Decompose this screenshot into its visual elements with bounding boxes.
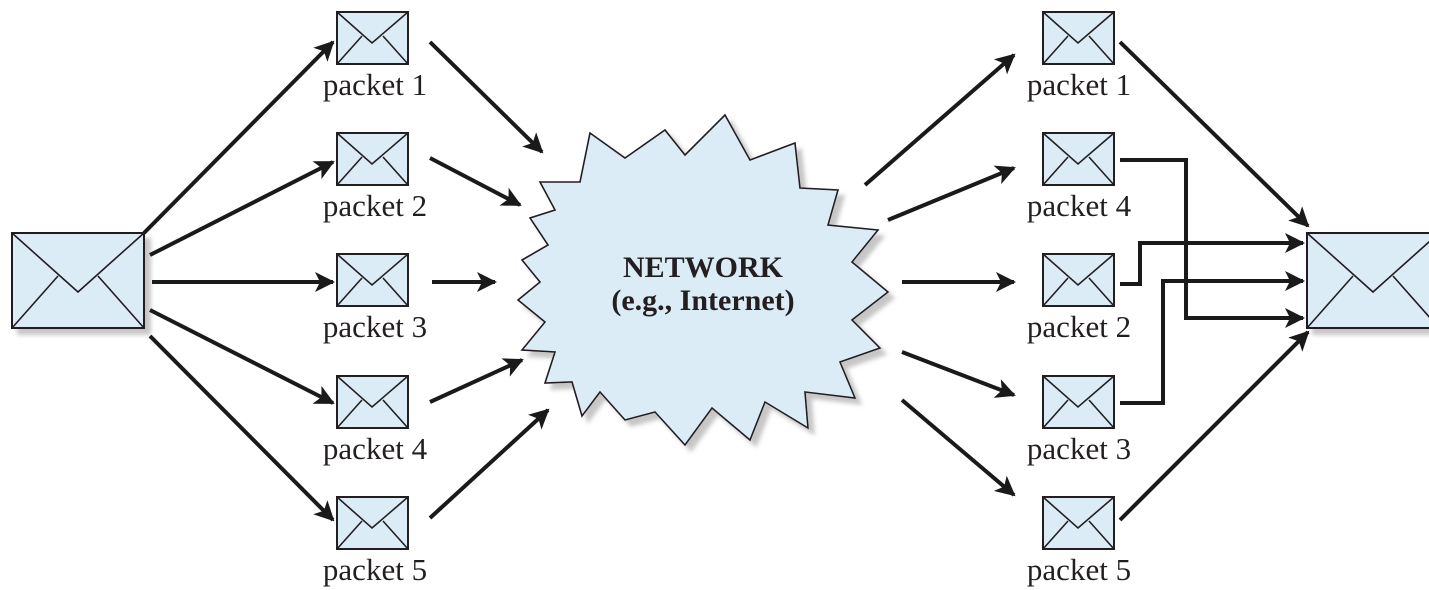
envelope-icon (336, 375, 409, 429)
outgoing-packet-5: packet 5 (323, 496, 427, 587)
envelope-icon (336, 11, 409, 65)
to-network-arrow-1 (428, 40, 544, 154)
to-network-arrow-5 (428, 408, 550, 520)
envelope-icon (1042, 253, 1115, 307)
network-subtitle: (e.g., Internet) (611, 284, 794, 317)
envelope-icon (336, 496, 409, 550)
reassemble-route-2 (1120, 233, 1305, 286)
envelope-icon (336, 132, 409, 186)
from-network-arrow-2 (887, 165, 1016, 222)
packet-label: packet 1 (323, 67, 427, 102)
packet-label: packet 3 (323, 309, 427, 344)
split-arrow-5 (148, 334, 335, 522)
incoming-packet-1: packet 1 (1027, 11, 1131, 102)
network-title: NETWORK (623, 251, 784, 284)
packet-label: packet 2 (1027, 309, 1131, 344)
envelope-icon (1042, 11, 1115, 65)
incoming-packet-4: packet 4 (1027, 132, 1132, 223)
reassemble-arrow-1 (1118, 40, 1310, 228)
outgoing-packet-3: packet 3 (323, 253, 427, 344)
packet-label: packet 4 (323, 431, 428, 466)
packet-label: packet 5 (1027, 552, 1131, 587)
incoming-packet-3: packet 3 (1027, 375, 1131, 466)
packet-label: packet 1 (1027, 67, 1131, 102)
packet-label: packet 4 (1027, 188, 1132, 223)
source-message-envelope-icon (11, 232, 145, 329)
to-network-arrow-4 (429, 358, 524, 404)
envelope-icon (336, 253, 409, 307)
reassemble-arrow-5 (1118, 330, 1310, 522)
from-network-arrow-4 (901, 350, 1016, 398)
destination-message-envelope-icon (1306, 232, 1429, 329)
outgoing-packet-1: packet 1 (323, 11, 427, 102)
outgoing-packet-2: packet 2 (323, 132, 427, 223)
outgoing-packet-4: packet 4 (323, 375, 428, 466)
reassemble-route-3 (1120, 271, 1305, 405)
envelope-icon (1042, 132, 1115, 186)
from-network-arrow-5 (900, 398, 1016, 497)
from-network-arrow-1 (863, 53, 1016, 187)
envelope-icon (1042, 496, 1115, 550)
reassemble-route-4 (1120, 158, 1305, 328)
to-network-arrow-2 (429, 156, 522, 207)
split-arrow-1 (142, 40, 335, 235)
network-cloud-icon (516, 113, 890, 447)
packet-label: packet 3 (1027, 431, 1131, 466)
packet-label: packet 5 (323, 552, 427, 587)
packet-label: packet 2 (323, 188, 427, 223)
incoming-packet-2: packet 2 (1027, 253, 1131, 344)
envelope-icon (1042, 375, 1115, 429)
incoming-packet-5: packet 5 (1027, 496, 1131, 587)
split-arrow-2 (149, 160, 335, 257)
split-arrow-4 (149, 308, 335, 405)
